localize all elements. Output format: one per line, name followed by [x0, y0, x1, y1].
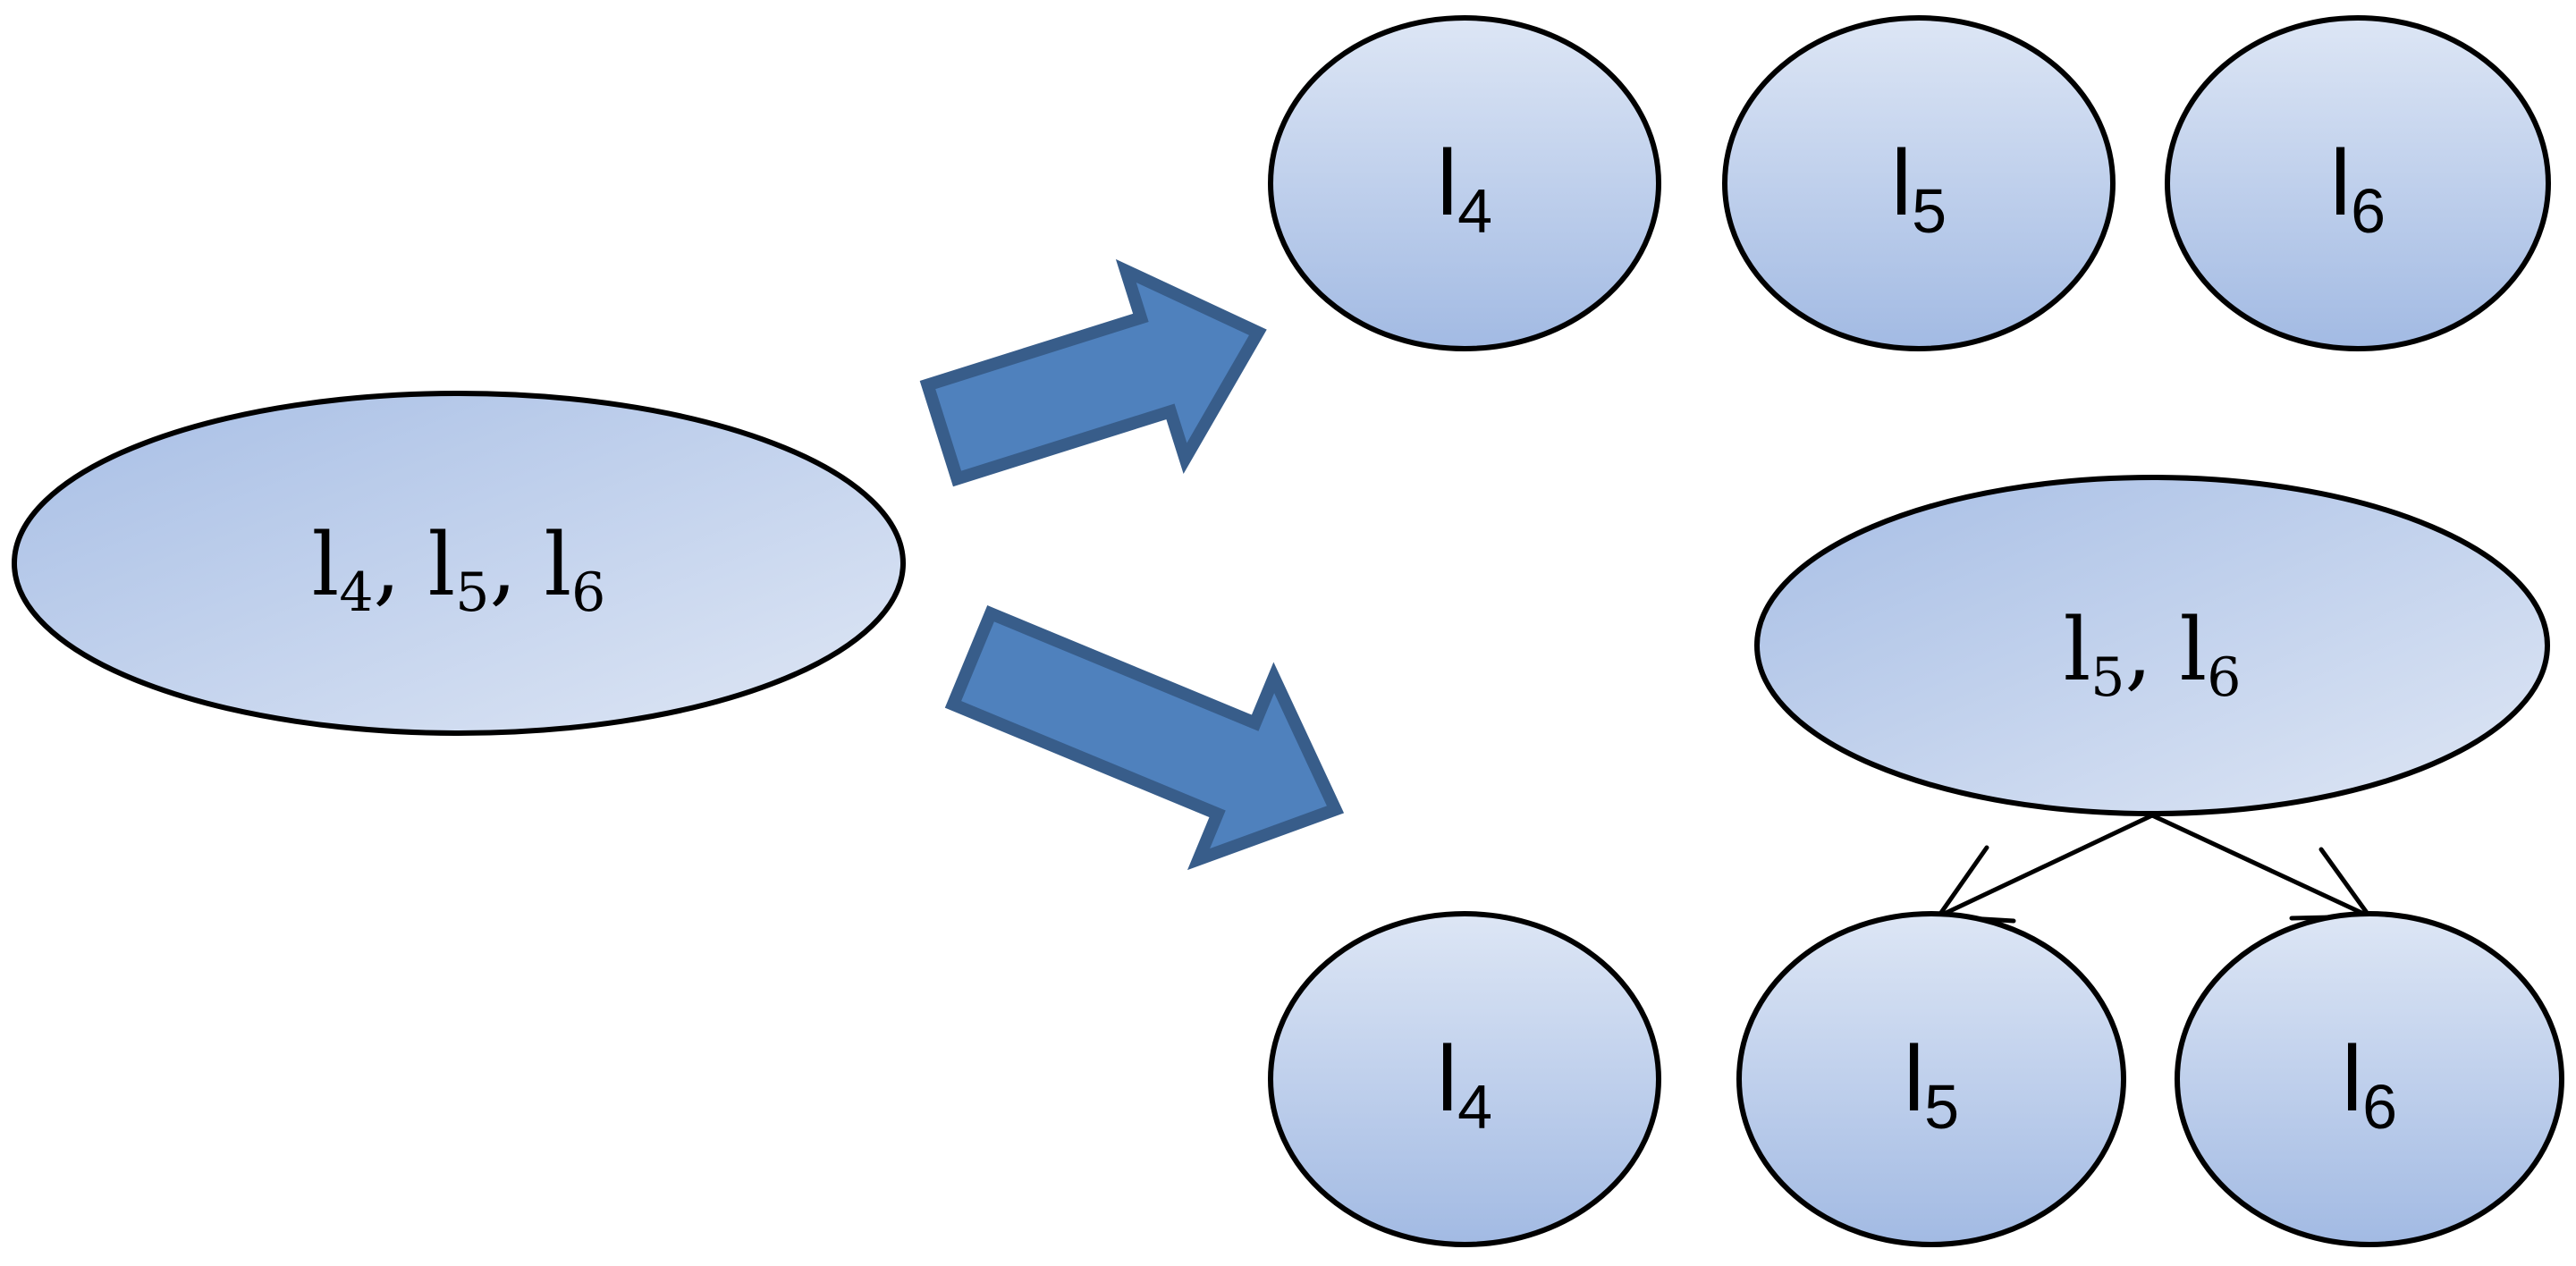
option-b-child-label-l5: l5	[1904, 1027, 1959, 1142]
option-a-label-l6: l6	[2330, 131, 2386, 246]
arrow-to-option-a	[919, 258, 1267, 487]
option-a-node-l4: l4	[1268, 15, 1661, 351]
option-a-label-l5: l5	[1891, 131, 1947, 246]
option-b-child-l6: l6	[2175, 911, 2564, 1247]
edge-parent-to-l6	[2149, 813, 2374, 921]
root-node: l4, l5, l6	[12, 391, 906, 736]
option-b-parent-node: l5, l6	[1754, 475, 2550, 816]
root-label: l4, l5, l6	[312, 515, 606, 624]
option-b-child-l5: l5	[1736, 911, 2126, 1247]
arrow-to-option-b	[944, 605, 1345, 871]
option-b-label-l4: l4	[1437, 1027, 1492, 1142]
edge-parent-to-l5	[1934, 813, 2155, 924]
option-a-label-l4: l4	[1437, 131, 1492, 246]
option-a-node-l5: l5	[1722, 15, 2116, 351]
option-b-node-l4: l4	[1268, 911, 1661, 1247]
option-b-child-label-l6: l6	[2342, 1027, 2397, 1142]
option-a-node-l6: l6	[2165, 15, 2551, 351]
option-b-parent-label: l5, l6	[2064, 600, 2242, 709]
